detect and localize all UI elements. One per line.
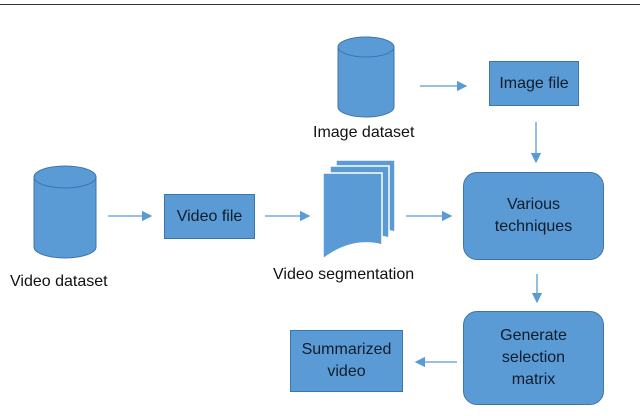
generate-selection-matrix-label: Generate selection matrix <box>500 327 567 388</box>
image-dataset-label: Image dataset <box>313 124 415 141</box>
image-dataset-cylinder <box>337 36 395 118</box>
summarized-video-box: Summarized video <box>290 330 403 392</box>
generate-selection-matrix-box: Generate selection matrix <box>463 311 604 405</box>
video-file-box: Video file <box>164 194 255 239</box>
top-rule <box>0 4 640 5</box>
video-dataset-label: Video dataset <box>10 273 108 290</box>
image-file-box: Image file <box>489 61 579 106</box>
video-file-label: Video file <box>176 207 243 225</box>
various-techniques-box: Various techniques <box>463 172 604 260</box>
various-techniques-label: Various techniques <box>494 196 573 235</box>
image-file-label: Image file <box>499 74 569 92</box>
summarized-video-label: Summarized video <box>301 341 392 380</box>
video-segmentation-icon <box>322 159 396 261</box>
video-segmentation-label: Video segmentation <box>273 266 415 283</box>
video-dataset-cylinder <box>33 165 97 259</box>
